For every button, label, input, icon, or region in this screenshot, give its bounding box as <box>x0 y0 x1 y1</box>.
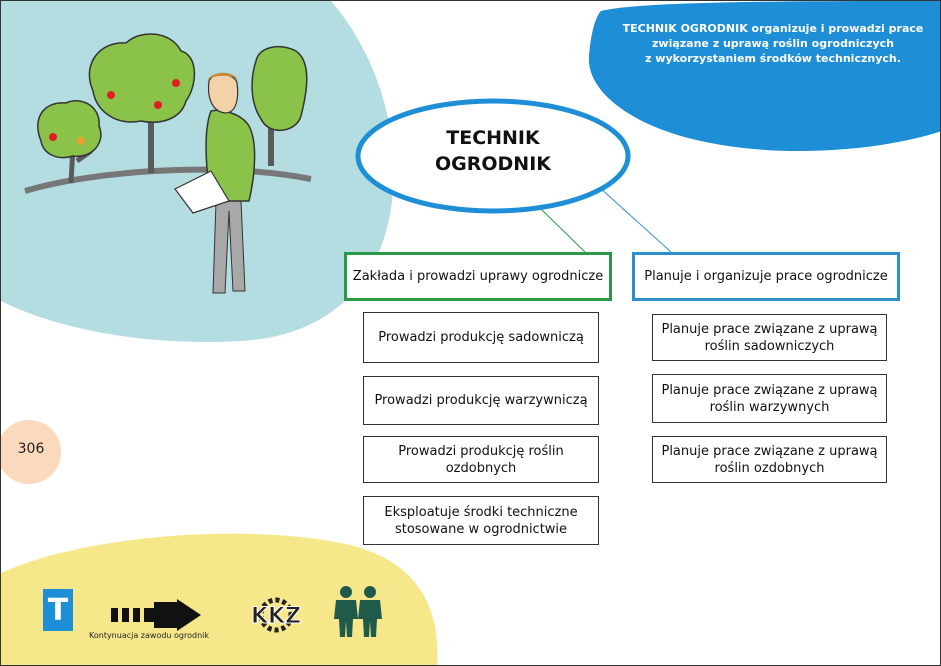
gardener-figure <box>174 72 256 294</box>
description-line-3: z wykorzystaniem środków technicznych. <box>645 52 901 65</box>
tree-small <box>37 100 102 184</box>
kkz-logo: KKZ <box>250 597 302 633</box>
description-line-1: TECHNIK OGRODNIK organizuje i prowadzi p… <box>622 22 924 35</box>
left-item-4: Eksploatuje środki techniczne stosowane … <box>363 496 599 545</box>
yellow-blob <box>1 533 438 665</box>
kkz-logo-text: KKZ <box>251 604 301 629</box>
branch-right-label: Planuje i organizuje prace ogrodnicze <box>632 252 900 301</box>
arrow-caption: Kontynuacja zawodu ogrodnik <box>89 631 210 640</box>
left-item-1: Prowadzi produkcję sadowniczą <box>363 312 599 363</box>
profession-description: TECHNIK OGRODNIK organizuje i prowadzi p… <box>613 21 933 66</box>
ground <box>24 166 312 194</box>
center-title-line-2: OGRODNIK <box>435 153 551 175</box>
blue-blob <box>588 1 940 152</box>
technik-logo: T <box>43 589 73 631</box>
left-item-2: Prowadzi produkcję warzywniczą <box>363 376 599 425</box>
center-ellipse <box>355 98 631 214</box>
tree-tall <box>251 45 308 166</box>
arrow-right-icon <box>111 599 201 631</box>
right-item-2: Planuje prace związane z uprawą roślin w… <box>652 374 887 423</box>
page-number-bubble <box>1 420 61 484</box>
description-line-2: związane z uprawą roślin ogrodniczych <box>652 37 894 50</box>
connector-left <box>540 208 586 253</box>
page-number: 306 <box>17 441 45 457</box>
left-item-3: Prowadzi produkcję roślin ozdobnych <box>363 436 599 483</box>
branch-left-label: Zakłada i prowadzi uprawy ogrodnicze <box>344 252 612 301</box>
right-item-1: Planuje prace związane z uprawą roślin s… <box>652 314 887 361</box>
tree-apple <box>88 33 196 173</box>
center-title: TECHNIK OGRODNIK <box>386 125 600 177</box>
right-item-3: Planuje prace związane z uprawą roślin o… <box>652 436 887 483</box>
center-title-line-1: TECHNIK <box>446 127 540 149</box>
connector-right <box>598 186 672 253</box>
people-icon <box>334 586 382 637</box>
